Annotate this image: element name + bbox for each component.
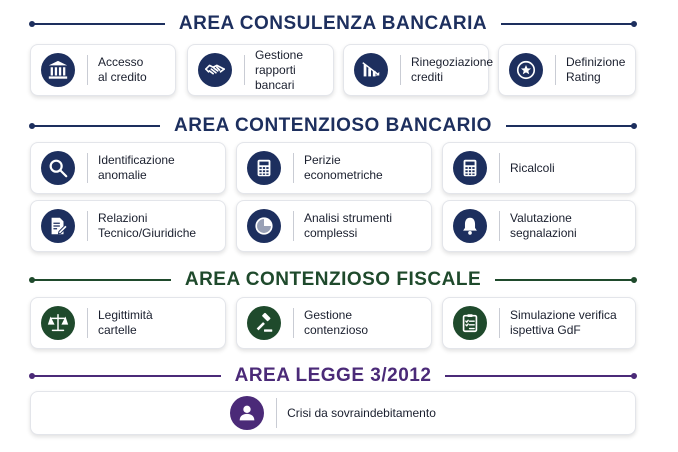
card-gestione-contenzioso[interactable]: Gestione contenzioso — [236, 297, 432, 349]
card-divider — [499, 211, 500, 241]
header-line — [445, 373, 637, 379]
section-title: AREA CONSULENZA BANCARIA — [178, 13, 488, 34]
card-gestione-rapporti[interactable]: Gestione rapporti bancari — [187, 44, 334, 96]
section-title: AREA CONTENZIOSO FISCALE — [184, 269, 482, 290]
document-pen-icon — [41, 209, 75, 243]
header-line — [29, 277, 171, 283]
star-badge-icon — [509, 53, 543, 87]
section-title: AREA LEGGE 3/2012 — [234, 365, 432, 386]
card-rinegoziazione[interactable]: Rinegoziazione crediti — [343, 44, 493, 96]
card-divider — [499, 308, 500, 338]
card-accesso-credito[interactable]: Accesso al credito — [30, 44, 176, 96]
header-line — [29, 373, 221, 379]
section-header-consulenza: AREA CONSULENZA BANCARIA — [29, 12, 637, 36]
clipboard-check-icon — [453, 306, 487, 340]
chart-down-icon — [354, 53, 388, 87]
header-line — [505, 123, 638, 129]
pie-chart-icon — [247, 209, 281, 243]
card-label: Relazioni Tecnico/Giuridiche — [98, 211, 197, 240]
card-label: Identificazione anomalie — [98, 153, 175, 182]
card-definizione-rating[interactable]: Definizione Rating — [498, 44, 636, 96]
card-legittimita-cartelle[interactable]: Legittimità cartelle — [30, 297, 226, 349]
card-label: Crisi da sovraindebitamento — [287, 405, 436, 420]
header-line — [495, 277, 637, 283]
person-icon — [230, 396, 265, 430]
card-divider — [276, 398, 278, 428]
header-line — [501, 21, 637, 27]
card-identificazione-anomalie[interactable]: Identificazione anomalie — [30, 142, 226, 194]
card-label: Simulazione verifica ispettiva GdF — [510, 308, 617, 337]
magnifier-icon — [41, 151, 75, 185]
gavel-icon — [247, 306, 281, 340]
card-divider — [293, 211, 294, 241]
section-header-contenzioso-bancario: AREA CONTENZIOSO BANCARIO — [28, 114, 638, 138]
card-divider — [293, 153, 294, 183]
section-header-legge: AREA LEGGE 3/2012 — [29, 364, 637, 388]
card-label: Analisi strumenti complessi — [304, 211, 393, 240]
card-label: Definizione Rating — [566, 55, 626, 84]
calculator-icon — [453, 151, 487, 185]
card-label: Perizie econometriche — [304, 153, 383, 182]
card-divider — [293, 308, 294, 338]
card-relazioni-tecnico-giuridiche[interactable]: Relazioni Tecnico/Giuridiche — [30, 200, 226, 252]
card-analisi-strumenti[interactable]: Analisi strumenti complessi — [236, 200, 432, 252]
bell-icon — [453, 209, 487, 243]
card-divider — [555, 55, 556, 85]
card-label: Ricalcoli — [510, 160, 555, 175]
bank-icon — [41, 53, 75, 87]
card-divider — [87, 55, 88, 85]
card-divider — [87, 153, 88, 183]
card-valutazione-segnalazioni[interactable]: Valutazione segnalazioni — [442, 200, 636, 252]
card-label: Legittimità cartelle — [98, 308, 153, 337]
card-simulazione-verifica[interactable]: Simulazione verifica ispettiva GdF — [442, 297, 636, 349]
handshake-icon — [198, 53, 232, 87]
section-header-contenzioso-fiscale: AREA CONTENZIOSO FISCALE — [29, 268, 637, 292]
card-label: Gestione rapporti bancari — [255, 47, 304, 92]
card-perizie-econometriche[interactable]: Perizie econometriche — [236, 142, 432, 194]
section-title: AREA CONTENZIOSO BANCARIO — [174, 115, 492, 136]
card-divider — [244, 55, 245, 85]
card-label: Gestione contenzioso — [304, 308, 369, 337]
card-label: Valutazione segnalazioni — [510, 211, 577, 240]
card-divider — [499, 153, 500, 183]
card-crisi-sovraindebitamento[interactable]: Crisi da sovraindebitamento — [30, 391, 636, 435]
card-ricalcoli[interactable]: Ricalcoli — [442, 142, 636, 194]
header-line — [28, 123, 161, 129]
card-divider — [400, 55, 401, 85]
calculator-icon — [247, 151, 281, 185]
header-line — [29, 21, 165, 27]
card-divider — [87, 211, 88, 241]
card-label: Rinegoziazione crediti — [411, 55, 494, 84]
scales-icon — [41, 306, 75, 340]
card-label: Accesso al credito — [98, 55, 147, 84]
card-divider — [87, 308, 88, 338]
